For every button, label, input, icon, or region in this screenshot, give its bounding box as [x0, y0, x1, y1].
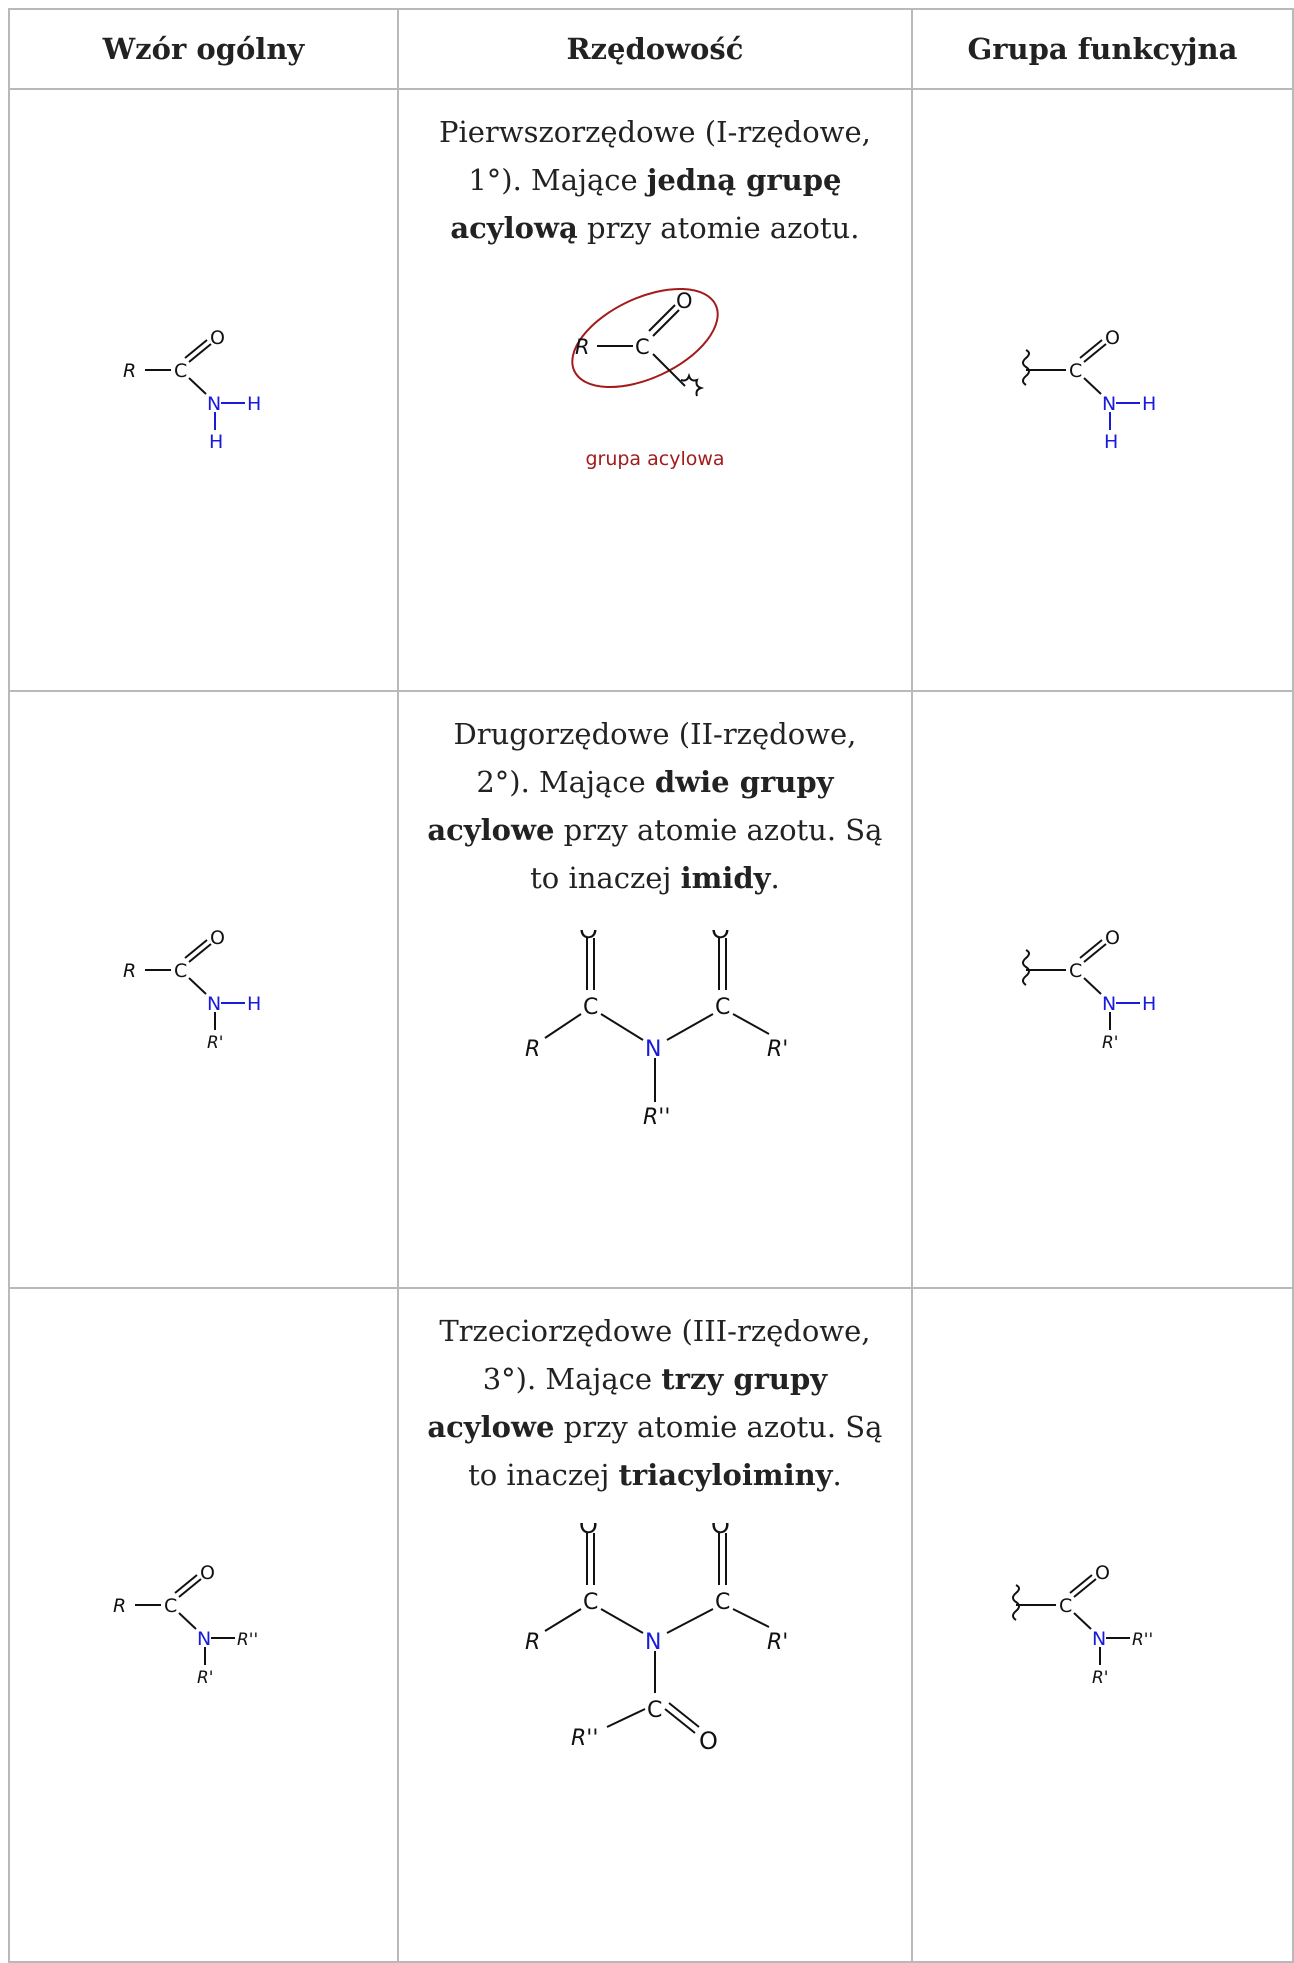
atom-label: R: [575, 335, 590, 359]
acyl-group-label: grupa acylowa: [585, 448, 724, 470]
atom-label: R: [113, 1595, 126, 1617]
tertiary-general-formula: R C O N R'' R': [8, 1287, 399, 1963]
atom-label: N: [645, 1630, 661, 1655]
atom-label: O: [1105, 927, 1120, 949]
atom-label: O: [711, 1523, 730, 1539]
atom-label: R': [207, 1033, 224, 1053]
atom-label: H: [247, 393, 261, 415]
atom-label: H: [1142, 393, 1156, 415]
atom-label: O: [210, 327, 225, 349]
atom-label: C: [1069, 960, 1082, 982]
atom-label: H: [209, 431, 223, 453]
secondary-description: Drugorzędowe (II-rzędowe, 2°). Mające dw…: [427, 717, 883, 895]
atom-label: R: [123, 360, 136, 382]
atom-label: R'': [1132, 1630, 1153, 1650]
atom-label: R: [525, 1630, 540, 1655]
tertiary-description: Trzeciorzędowe (III-rzędowe, 3°). Mające…: [427, 1314, 883, 1492]
header-row: Wzór ogólny Rzędowość Grupa funkcyjna: [8, 8, 1294, 90]
header-functional-group: Grupa funkcyjna: [910, 8, 1294, 90]
atom-label: O: [579, 930, 598, 944]
atom-label: O: [711, 930, 730, 944]
secondary-functional-group: C O N H R': [910, 690, 1294, 1289]
primary-amide-structure: R C O N H H: [123, 327, 261, 453]
atom-label: N: [1092, 1628, 1106, 1650]
secondary-amide-structure: R C O N H R': [123, 927, 261, 1053]
header-order: Rzędowość: [396, 8, 913, 90]
atom-label: C: [583, 1590, 598, 1615]
atom-label: H: [1104, 431, 1118, 453]
atom-label: C: [174, 360, 187, 382]
atom-label: N: [1102, 393, 1116, 415]
atom-label: R'': [643, 1105, 670, 1130]
primary-description-cell: Pierwszorzędowe (I-rzędowe, 1°). Mające …: [396, 88, 913, 692]
atom-label: C: [164, 1595, 177, 1617]
atom-label: H: [1142, 993, 1156, 1015]
row-secondary: R C O N H R' Drugorzędowe (II-rzędowe, 2…: [8, 690, 1294, 1289]
atom-label: C: [583, 995, 598, 1020]
primary-functional-group-structure: C O N H H: [1022, 327, 1157, 453]
atom-label: R': [767, 1630, 788, 1655]
atom-label: C: [635, 335, 650, 359]
atom-label: N: [207, 993, 221, 1015]
atom-label: C: [174, 960, 187, 982]
secondary-functional-group-structure: C O N H R': [1022, 927, 1157, 1053]
atom-label: N: [197, 1628, 211, 1650]
atom-label: C: [1059, 1595, 1072, 1617]
atom-label: O: [1095, 1562, 1110, 1584]
atom-label: R': [767, 1037, 788, 1062]
atom-label: C: [1069, 360, 1082, 382]
atom-label: R'': [237, 1630, 258, 1650]
tertiary-amide-structure: R C O N R'' R': [113, 1562, 258, 1688]
secondary-general-formula: R C O N H R': [8, 690, 399, 1289]
primary-functional-group: C O N H H: [910, 88, 1294, 692]
atom-label: O: [579, 1523, 598, 1539]
atom-label: N: [1102, 993, 1116, 1015]
atom-label: C: [715, 995, 730, 1020]
atom-label: R'': [571, 1726, 598, 1751]
row-tertiary: R C O N R'' R' Trzeciorzędowe (III-rzędo…: [8, 1287, 1294, 1963]
header-general-formula: Wzór ogólny: [8, 8, 399, 90]
row-primary: R C O N H H Pierwszorzędowe (I-rzędowe, …: [8, 88, 1294, 692]
amide-table: Wzór ogólny Rzędowość Grupa funkcyjna: [8, 8, 1294, 1963]
tertiary-functional-group-structure: C O N R'' R': [1012, 1562, 1154, 1688]
atom-label: R: [123, 960, 136, 982]
atom-label: R': [1092, 1668, 1109, 1688]
atom-label: N: [207, 393, 221, 415]
primary-general-formula: R C O N H H: [8, 88, 399, 692]
atom-label: C: [715, 1590, 730, 1615]
atom-label: O: [1105, 327, 1120, 349]
secondary-description-cell: Drugorzędowe (II-rzędowe, 2°). Mające dw…: [396, 690, 913, 1289]
atom-label: R': [1102, 1033, 1119, 1053]
tertiary-functional-group: C O N R'' R': [910, 1287, 1294, 1963]
atom-label: O: [676, 289, 693, 313]
atom-label: H: [247, 993, 261, 1015]
imide-diagram: O O C C R N R' R'': [525, 930, 788, 1130]
atom-label: R: [525, 1037, 540, 1062]
atom-label: O: [210, 927, 225, 949]
primary-description: Pierwszorzędowe (I-rzędowe, 1°). Mające …: [438, 115, 871, 245]
atom-label: C: [647, 1698, 662, 1723]
atom-label: O: [699, 1727, 718, 1753]
tertiary-description-cell: Trzeciorzędowe (III-rzędowe, 3°). Mające…: [396, 1287, 913, 1963]
triacylimine-diagram: O O C C R N R' C R'' O: [525, 1523, 788, 1753]
atom-label: O: [200, 1562, 215, 1584]
atom-label: N: [645, 1037, 661, 1062]
atom-label: R': [197, 1668, 214, 1688]
acyl-group-diagram: R C O grupa acylowa: [571, 288, 724, 470]
